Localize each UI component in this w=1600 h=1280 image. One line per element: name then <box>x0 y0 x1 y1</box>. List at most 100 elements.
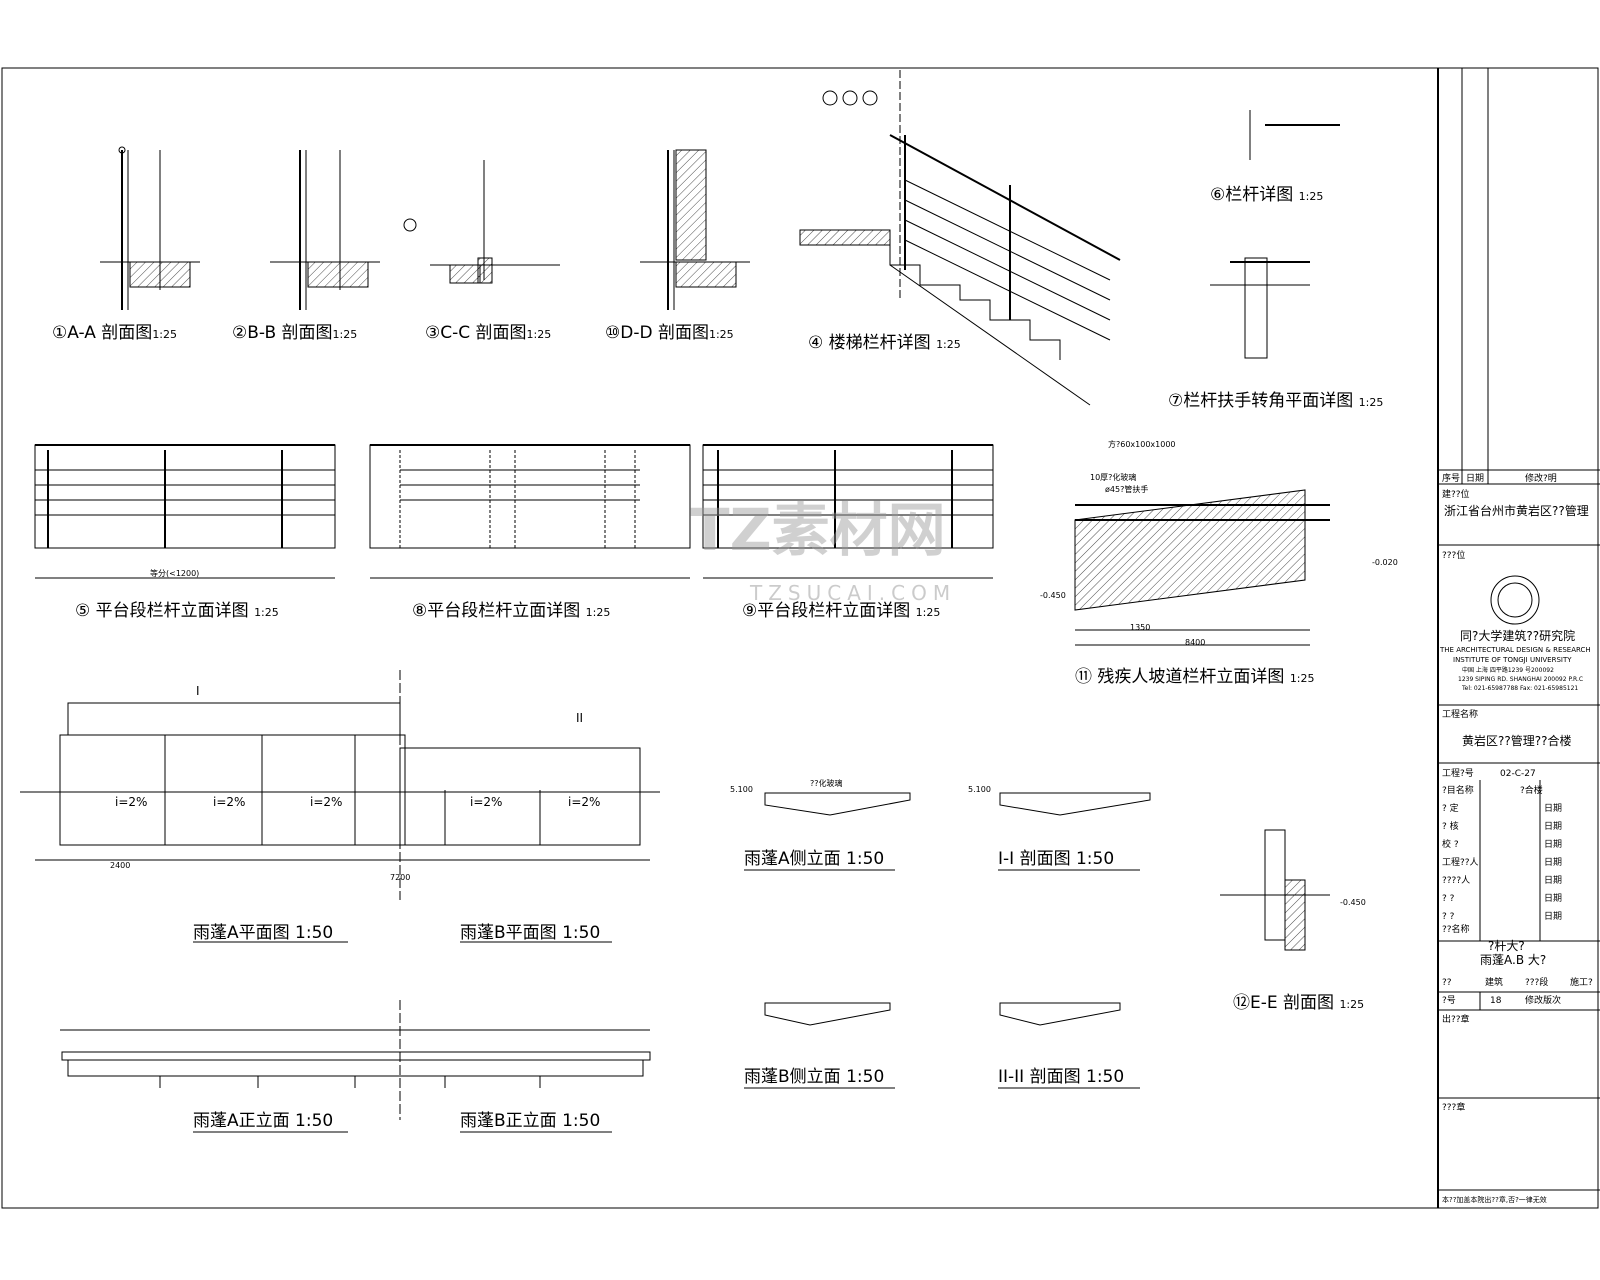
project-name: 黄岩区??管理??合楼 <box>1462 733 1571 748</box>
stage-label: ???段 <box>1525 976 1548 988</box>
designer-label: ???位 <box>1442 549 1465 561</box>
title-canB-plan: 雨蓬B平面图 1:50 <box>460 923 600 943</box>
title-canA-side: 雨蓬A侧立面 1:50 <box>744 849 884 869</box>
discipline-label: ?? <box>1442 978 1452 988</box>
institute-en: THE ARCHITECTURAL DESIGN & RESEARCH <box>1439 646 1591 654</box>
ramp-note: ø45?管扶手 <box>1105 484 1148 494</box>
sheet-number: 18 <box>1490 996 1502 1006</box>
stamp-area-label: 出??章 <box>1442 1013 1470 1025</box>
dim-label: 7200 <box>390 873 410 882</box>
section-bb <box>270 150 380 310</box>
section-aa <box>100 146 200 310</box>
section-mark: I <box>196 684 200 698</box>
date-label: 日期 <box>1544 821 1562 832</box>
revision-label: 修改版次 <box>1525 994 1561 1006</box>
title-canA-plan: 雨蓬A平面图 1:50 <box>193 923 333 943</box>
institute-tel: Tel: 021-65987788 Fax: 021-65985121 <box>1461 685 1578 692</box>
stage: 施工? <box>1570 976 1593 988</box>
signoff-label: ? ? <box>1442 912 1455 922</box>
title-ee: ⑫E-E 剖面图 1:25 <box>1233 993 1364 1013</box>
platform-elevation-8 <box>369 444 691 579</box>
slope-label: i=2% <box>310 795 342 809</box>
section-dd <box>640 149 750 310</box>
title-rail: ⑥栏杆详图 1:25 <box>1210 185 1323 205</box>
stamp-area-label: ???章 <box>1442 1101 1465 1113</box>
section-mark: II <box>576 711 583 725</box>
date-label: 日期 <box>1544 875 1562 886</box>
platform-elevation-9 <box>702 444 994 579</box>
client: 浙江省台州市黄岩区??管理 <box>1444 503 1589 518</box>
section-cc <box>403 160 560 284</box>
title-canB-side: 雨蓬B侧立面 1:50 <box>744 1067 884 1087</box>
dim-label: 2400 <box>110 861 130 870</box>
signoff-label: ? 定 <box>1442 802 1459 814</box>
ramp-rail-elevation <box>1074 489 1330 646</box>
title-p8: ⑧平台段栏杆立面详图 1:25 <box>412 601 610 621</box>
stair-rail-detail <box>799 70 1121 406</box>
date-label: 日期 <box>1544 803 1562 814</box>
signoff-label: 工程??人 <box>1442 857 1479 868</box>
institute-address: 中国 上海 四平路1239 号200092 <box>1462 666 1554 674</box>
title-aa: ①A-A 剖面图1:25 <box>52 323 177 343</box>
project-label: 工程名称 <box>1442 708 1478 720</box>
sheet-label: ?号 <box>1442 995 1456 1006</box>
institute-en: INSTITUTE OF TONGJI UNIVERSITY <box>1453 656 1572 664</box>
date-label: 日期 <box>1544 839 1562 850</box>
elevation-label: 5.100 <box>730 785 753 794</box>
title-sec2: II-II 剖面图 1:50 <box>998 1067 1124 1087</box>
title-canB-front: 雨蓬B正立面 1:50 <box>460 1111 600 1131</box>
slope-label: i=2% <box>470 795 502 809</box>
elevation-label: -0.020 <box>1372 558 1398 567</box>
institute-name: 同?大学建筑??研究院 <box>1460 628 1575 643</box>
title-cc: ③C-C 剖面图1:25 <box>425 323 551 343</box>
title-canA-front: 雨蓬A正立面 1:50 <box>193 1111 333 1131</box>
title-sec1: I-I 剖面图 1:50 <box>998 849 1114 869</box>
footer-note: 本??加盖本院出??章,否?一律无效 <box>1442 1195 1547 1204</box>
client-label: 建??位 <box>1442 488 1470 500</box>
job-no: 02-C-27 <box>1500 769 1536 779</box>
date-label: 日期 <box>1544 857 1562 868</box>
canopy-front-elevation <box>60 1000 651 1120</box>
signoff-label: ? ? <box>1442 894 1455 904</box>
elevation-label: 5.100 <box>968 785 991 794</box>
title-stair: ④ 楼梯栏杆详图 1:25 <box>808 333 961 353</box>
title-bb: ②B-B 剖面图1:25 <box>232 323 357 343</box>
watermark-sub: TZSUCAI.COM <box>749 581 956 605</box>
title-block <box>1438 68 1600 1191</box>
ramp-note: 10厚?化玻璃 <box>1090 472 1136 482</box>
title-p9: ⑨平台段栏杆立面详图 1:25 <box>742 601 940 621</box>
canopy-side-views <box>764 792 1330 1026</box>
dim-label: 1350 <box>1130 623 1150 632</box>
canopy-plan <box>20 670 660 900</box>
rev-header: 修改?明 <box>1525 472 1557 484</box>
title-p5: ⑤ 平台段栏杆立面详图 1:25 <box>75 601 279 621</box>
slope-label: i=2% <box>115 795 147 809</box>
title-corner: ⑦栏杆扶手转角平面详图 1:25 <box>1168 391 1383 411</box>
institute-address: 1239 SIPING RD. SHANGHAI 200092 P.R.C <box>1458 676 1583 683</box>
signoff-label: ????人 <box>1442 875 1470 886</box>
elevation-label: -0.450 <box>1040 591 1066 600</box>
slope-label: i=2% <box>213 795 245 809</box>
slope-label: i=2% <box>568 795 600 809</box>
glass-label: ??化玻璃 <box>810 778 843 788</box>
dim-label: 8400 <box>1185 638 1205 647</box>
drawing-name-label: ??名称 <box>1442 923 1470 935</box>
rev-header: 日期 <box>1466 473 1484 484</box>
watermark: TZ素材网 <box>690 496 946 564</box>
job-no-label: 工程?号 <box>1442 768 1474 779</box>
discipline: 建筑 <box>1485 976 1503 988</box>
ramp-note: 方?60x100x1000 <box>1108 439 1176 449</box>
platform-elevation-5 <box>34 444 336 579</box>
elevation-label: -0.450 <box>1340 898 1366 907</box>
title-ramp: ⑪ 残疾人坡道栏杆立面详图 1:25 <box>1075 667 1315 687</box>
signoff-rows: ? 定 ? 核 校 ? 工程??人 ????人 ? ? ? ? 日期 日期 日期… <box>1442 802 1562 922</box>
rail-detail <box>1210 110 1340 359</box>
dim-label: 等分(<1200) <box>150 568 199 578</box>
date-label: 日期 <box>1544 893 1562 904</box>
title-dd: ⑩D-D 剖面图1:25 <box>605 323 734 343</box>
date-label: 日期 <box>1544 911 1562 922</box>
signoff-label: ? 核 <box>1442 820 1459 832</box>
drawing-name: ?杆大? <box>1488 939 1525 953</box>
signoff-label: 校 ? <box>1442 838 1459 850</box>
